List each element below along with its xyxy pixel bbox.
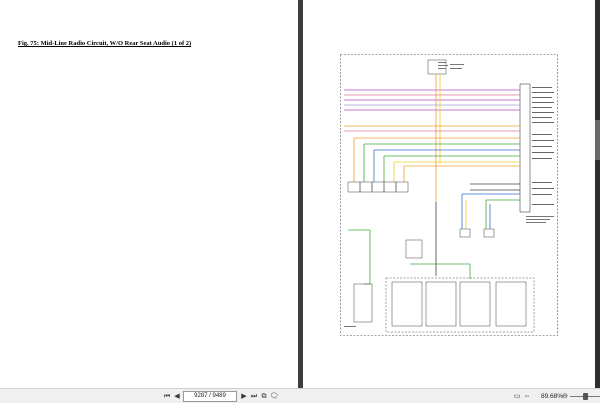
arrow-left-icon[interactable]: ◀ bbox=[174, 393, 180, 400]
wiring-diagram bbox=[340, 54, 558, 336]
document-viewer: Fig. 75: Mid-Line Radio Circuit, W/O Rea… bbox=[0, 0, 600, 388]
skip-forward-icon[interactable]: ⏭ bbox=[250, 393, 258, 400]
pdf-page-left: Fig. 75: Mid-Line Radio Circuit, W/O Rea… bbox=[0, 0, 298, 388]
arrow-right-icon[interactable]: ▶ bbox=[241, 393, 247, 400]
zoom-slider-handle[interactable] bbox=[583, 393, 588, 400]
zoom-out-icon[interactable]: ⊖ bbox=[562, 393, 568, 400]
figure-title: Fig. 75: Mid-Line Radio Circuit, W/O Rea… bbox=[18, 40, 192, 47]
skip-back-icon[interactable]: ⏮ bbox=[163, 393, 171, 400]
page-number-input[interactable]: 9287 / 9489 bbox=[183, 391, 237, 402]
copy-icon[interactable]: ⧉ bbox=[261, 393, 267, 400]
comment-icon[interactable]: 🗨 bbox=[269, 393, 279, 400]
scrollbar-thumb[interactable] bbox=[595, 120, 600, 160]
bottom-toolbar: ⏮ ◀ 9287 / 9489 ▶ ⏭ ⧉ 🗨 ▭ ⇔ 89.68% ⊖ bbox=[0, 388, 600, 403]
zoom-level[interactable]: 89.68% bbox=[541, 393, 564, 400]
fit-page-icon[interactable]: ▭ bbox=[513, 393, 521, 400]
fit-width-icon[interactable]: ⇔ bbox=[523, 393, 531, 400]
vertical-scrollbar[interactable] bbox=[595, 0, 600, 388]
